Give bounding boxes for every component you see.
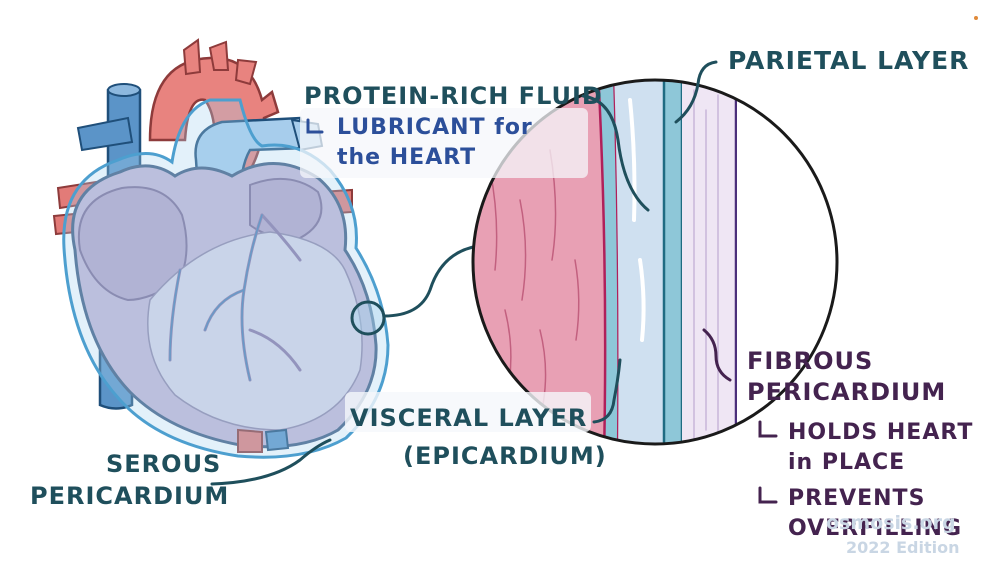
- parietal-layer-label: PARIETAL LAYER: [728, 46, 970, 75]
- fibrous-pericardium-band: [682, 80, 736, 444]
- magnified-region-marker: [350, 300, 386, 336]
- serous-pericardium-sac: [62, 98, 390, 459]
- prevents-overfilling-label-line2: OVERFILLING: [788, 516, 963, 541]
- leader-lines: [210, 60, 778, 504]
- visceral-layer-label-line1: VISCERAL LAYER: [350, 404, 588, 432]
- visceral-layer-band: [596, 80, 620, 444]
- lubricant-label-line1: LUBRICANT for: [337, 115, 533, 140]
- zoom-connector: [382, 244, 480, 318]
- holds-heart-label-line1: HOLDS HEART: [788, 420, 974, 445]
- lubricant-label-line2: the HEART: [337, 145, 477, 170]
- prevents-overfilling-label-line1: PREVENTS: [788, 486, 926, 511]
- fibrous-pericardium-label-line2: PERICARDIUM: [747, 378, 947, 406]
- edition-watermark: 2022 Edition: [846, 538, 960, 557]
- serous-pericardium-label-line2: PERICARDIUM: [30, 482, 230, 510]
- fluid-label-highlight: [300, 108, 588, 178]
- visceral-layer-label-line2: (EPICARDIUM): [403, 442, 607, 470]
- pulmonary-vessel-left: [76, 116, 134, 152]
- protein-rich-fluid-label: PROTEIN-RICH FLUID: [304, 82, 603, 110]
- serous-pericardium-label-line1: SEROUS: [106, 450, 222, 478]
- magnified-circle-outline: [471, 78, 839, 446]
- magnified-cross-section: [473, 80, 837, 444]
- holds-heart-label-line2: in PLACE: [788, 450, 906, 475]
- brand-watermark: osmosis.org: [826, 512, 956, 534]
- parietal-layer-band: [662, 80, 684, 444]
- heart-illustration: [52, 38, 390, 459]
- fibrous-pericardium-label-line1: FIBROUS: [747, 347, 874, 375]
- visceral-label-highlight: [345, 392, 591, 432]
